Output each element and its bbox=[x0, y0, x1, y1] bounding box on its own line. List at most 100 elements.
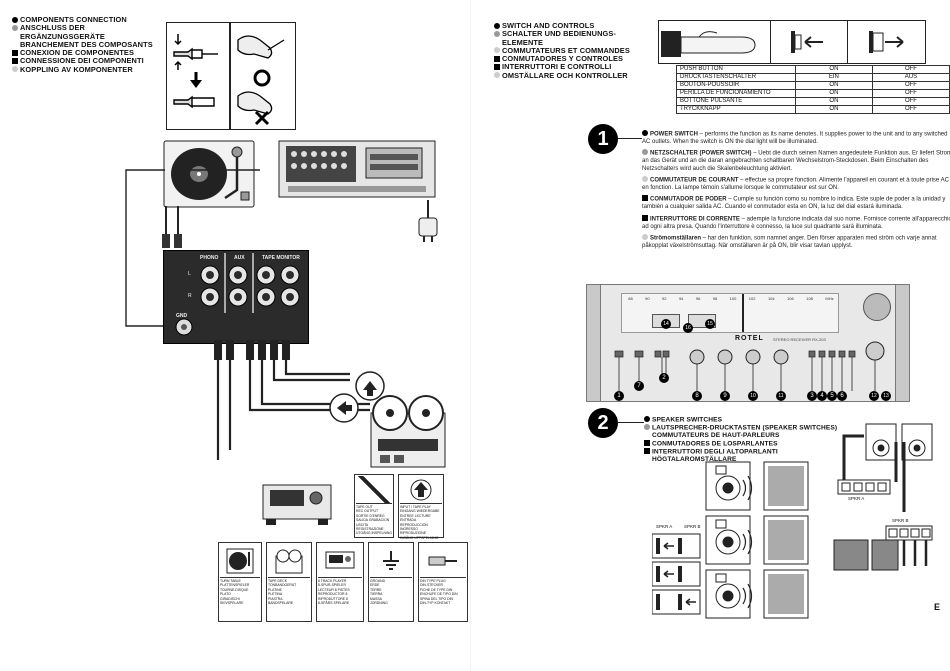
legend-line: GIRADISCHI bbox=[220, 596, 240, 601]
plug-insertion-illustration bbox=[166, 22, 296, 130]
switch-off-illustration bbox=[848, 21, 925, 63]
table-cell: ON bbox=[794, 89, 873, 98]
table-cell: ON bbox=[794, 97, 873, 106]
bullet-icon bbox=[494, 55, 500, 62]
table-cell: ON bbox=[794, 81, 873, 90]
connection-wires bbox=[125, 169, 260, 327]
aux-label: AUX bbox=[234, 255, 245, 261]
legend-line: INPUT / TAPE PLAY bbox=[400, 505, 431, 509]
heading-text: ELEMENTE bbox=[502, 37, 544, 47]
bullet-icon bbox=[494, 72, 500, 79]
hand-plug-icon bbox=[237, 35, 285, 59]
dial-tick-label: 100 bbox=[729, 296, 737, 301]
tape-deck-icon bbox=[268, 544, 310, 578]
arrow-left-icon bbox=[337, 401, 352, 415]
dial-tick-label: 88 bbox=[628, 296, 633, 301]
bullet-icon bbox=[642, 130, 648, 136]
legend-line: SPINA DEL TIPO DIN bbox=[420, 596, 453, 601]
dial-scale: 88 90 92 94 96 98 100 102 104 106 108 MH… bbox=[622, 296, 840, 301]
legend-line: REC OUTPUT bbox=[356, 509, 379, 514]
right-heading-line: CONMUTADORES Y CONTROLES bbox=[494, 55, 630, 63]
model-label: STEREO RECEIVER RX-203 bbox=[773, 337, 826, 342]
tuning-knob bbox=[863, 293, 891, 321]
dial-tick-label: 102 bbox=[748, 296, 756, 301]
dial-pointer bbox=[742, 294, 744, 332]
legend-line: PLETINA bbox=[268, 592, 283, 597]
legend-line: PLATINE bbox=[268, 587, 282, 592]
input-jack-panel: PHONO AUX TAPE MONITOR L R GND bbox=[163, 250, 309, 344]
turntable-illustration bbox=[163, 140, 255, 208]
table-cell: ON bbox=[794, 65, 873, 74]
arrow-up-icon bbox=[400, 476, 442, 504]
gnd-label: GND bbox=[176, 313, 188, 319]
heading-text: KOPPLING AV KOMPONENTER bbox=[20, 64, 133, 74]
legend-line: UTGÅNG INSPELNING bbox=[356, 531, 392, 536]
turntable-cables bbox=[162, 206, 182, 248]
x-wrong-icon bbox=[254, 110, 270, 126]
brand-logo: ROTEL bbox=[735, 335, 764, 342]
heading-text: CONEXION DE COMPONENTES bbox=[20, 48, 134, 58]
arrow-up-icon bbox=[174, 34, 182, 46]
table-cell: DRUCKTASTENSCHALTER bbox=[676, 73, 796, 82]
terminal-a-label: SPKR A bbox=[848, 496, 865, 501]
heading-text: HÖGTALAROMSTÄLLARE bbox=[652, 455, 737, 463]
legend-line: INGÅNG UPPSPELNING bbox=[400, 535, 439, 540]
legend-line: TERRE bbox=[370, 587, 382, 592]
phono-label: PHONO bbox=[200, 255, 219, 261]
left-heading-block: COMPONENTS CONNECTION ANSCHLUSS DER ERGÄ… bbox=[12, 15, 153, 74]
section2-heading-line: SPEAKER SWITCHES bbox=[644, 416, 837, 424]
callout-8: 8 bbox=[692, 391, 702, 401]
receiver-front-panel: 88 90 92 94 96 98 100 102 104 106 108 MH… bbox=[586, 284, 910, 402]
heading-text: CONNESSIONE DEI COMPONENTI bbox=[20, 56, 144, 66]
table-cell: OFF bbox=[871, 89, 950, 98]
legend-line: DIN-STECKER bbox=[420, 583, 443, 588]
callout-14: 14 bbox=[661, 319, 671, 329]
table-cell: BOTTONE PULSANTE bbox=[676, 97, 796, 106]
legend-line: DIN-TYP KONTAKT bbox=[420, 601, 451, 606]
bullet-icon bbox=[12, 16, 18, 23]
table-cell: TRYCKKNAPP bbox=[676, 105, 796, 114]
bullet-icon bbox=[12, 24, 18, 31]
paragraph-text: – performs the function as its name deno… bbox=[642, 131, 948, 145]
bullet-icon bbox=[494, 22, 500, 29]
callout-3: 3 bbox=[807, 391, 817, 401]
bullet-icon bbox=[644, 416, 650, 422]
heading-text: OMSTÄLLARE OCH KONTROLLER bbox=[502, 70, 628, 80]
din-plug-icon bbox=[420, 544, 466, 578]
right-heading-line: INTERRUTTORI E CONTROLLI bbox=[494, 63, 630, 71]
paragraph-lead: Strömomställaren bbox=[650, 235, 702, 242]
rca-plug-icon bbox=[173, 47, 218, 109]
component-legend-row: TURN TABLE PLATTENSPIELER TOURNE-DISQUE … bbox=[218, 542, 468, 622]
legend-line: MASSA bbox=[370, 596, 382, 601]
heading-text: SWITCH AND CONTROLS bbox=[502, 21, 595, 30]
speaker-switch-diagram bbox=[652, 461, 809, 619]
paragraph-lead: CONMUTADOR DE PODER bbox=[650, 196, 727, 203]
paragraph-text: – adempie la funzione indicata dal suo n… bbox=[642, 216, 950, 230]
right-heading-line: COMMUTATEURS ET COMMANDES bbox=[494, 46, 630, 55]
legend-8track: 8 TRACK PLAYER 8-SPUR-SPIELER LECTEUR 8 … bbox=[316, 542, 364, 622]
paragraph-lead: COMMUTATEUR DE COURANT bbox=[650, 177, 739, 184]
section2-heading-line: INTERRUTTORI DEGLI ALTOPARLANTI bbox=[644, 447, 837, 456]
legend-line: TOURNE-DISQUE bbox=[220, 587, 249, 592]
legend-line: EINGANG WIEDERGABE bbox=[400, 509, 440, 514]
bullet-icon bbox=[642, 176, 648, 183]
legend-line: 8-SPUR-SPIELER bbox=[318, 583, 346, 588]
bullet-icon bbox=[642, 195, 648, 202]
heading-text: LAUTSPRECHER-DRUCKTASTEN (SPEAKER SWITCH… bbox=[652, 424, 838, 432]
eight-track-icon bbox=[318, 544, 362, 578]
legend-line: 8 TRACK PLAYER bbox=[318, 579, 347, 583]
page-divider bbox=[470, 0, 471, 671]
bullet-icon bbox=[642, 233, 648, 240]
section2-heading-line: HÖGTALAROMSTÄLLARE bbox=[644, 456, 837, 464]
right-heading-line: SCHALTER UND BEDIENUNGS- bbox=[494, 30, 630, 38]
speaker-wiring-diagram bbox=[833, 423, 933, 571]
legend-line: BANDSPELARE bbox=[268, 601, 294, 606]
legend-line: TIERRA bbox=[370, 592, 383, 597]
legend-line: INGRESSO RIPRODUZIONE bbox=[400, 527, 426, 536]
legend-line: GROUND bbox=[370, 579, 386, 583]
bullet-icon bbox=[494, 30, 500, 37]
section-number-1: 1 bbox=[588, 124, 618, 154]
legend-line: DIN TYPE PLUG bbox=[420, 579, 446, 583]
left-heading-line: ANSCHLUSS DER bbox=[12, 24, 153, 32]
